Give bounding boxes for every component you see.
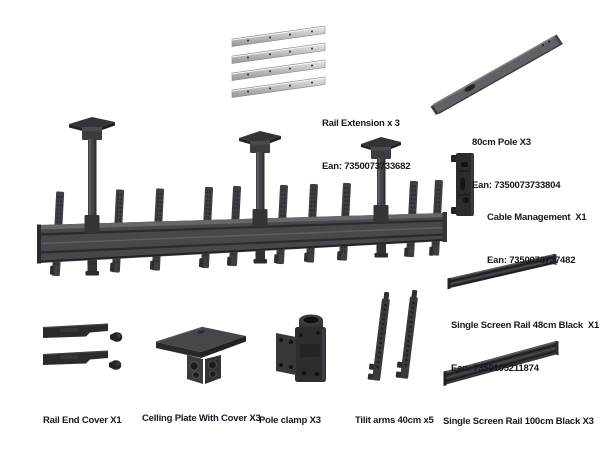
rail-extension-graphic (231, 25, 326, 98)
label-ceiling-plate: Celling Plate With Cover X3 Ean: 7350073… (142, 384, 261, 450)
tilt-arms-graphic (366, 289, 420, 382)
ceiling-plate-graphic (155, 326, 246, 384)
label-tilt-arms: Tilit arms 40cm x5 Ean: 7350073733743 (355, 386, 443, 450)
label-cable-management: Cable Management X1 Ean: 7350073737482 (487, 183, 587, 296)
product-ean: Ean: 7350073737482 (487, 255, 576, 266)
product-name: Pole clamp X3 (259, 415, 321, 426)
product-name: Tilit arms 40cm x5 (355, 415, 434, 426)
single-rail-48cm-image (446, 249, 560, 293)
product-name: Cable Management X1 (487, 212, 587, 223)
cable-management-image (447, 148, 483, 222)
single-rail-100cm-graphic (443, 340, 559, 386)
rail-extension-image (228, 18, 333, 100)
label-single-rail-100cm: Single Screen Rail 100cm Black X3 Ean: 7… (443, 387, 594, 450)
product-ean: Ean: 7350073733682 (322, 161, 411, 172)
main-assembly-image (12, 103, 447, 295)
product-name: Rail End Cover X1 (43, 415, 122, 426)
single-rail-100cm-image (442, 334, 562, 388)
pole-clamp-graphic (276, 314, 326, 382)
single-rail-48cm-graphic (447, 253, 557, 290)
label-rail-extension: Rail Extension x 3 Ean: 7350073733682 (322, 89, 411, 202)
product-name: Single Screen Rail 100cm Black X3 (443, 416, 594, 427)
rail-end-cover-image (38, 320, 132, 384)
pole-clamp-image (271, 307, 339, 387)
product-name: Celling Plate With Cover X3 (142, 413, 261, 424)
product-name: 80cm Pole X3 (472, 137, 531, 148)
label-pole-clamp: Pole clamp X3 Ean: 7350073733668 (259, 386, 347, 450)
tilt-arms-image (362, 289, 432, 387)
rail-end-cover-graphic (42, 323, 123, 370)
product-ean: Ean: 7350073733804 (472, 180, 561, 191)
main-assembly-graphic (37, 117, 447, 277)
pole-80cm-image (426, 28, 568, 116)
ceiling-plate-image (148, 321, 252, 387)
label-pole-80cm: 80cm Pole X3 Ean: 7350073733804 (472, 108, 561, 221)
product-name: Rail Extension x 3 (322, 118, 400, 129)
cable-management-graphic (451, 153, 474, 216)
product-ean: Ean: 7350105211874 (451, 363, 539, 374)
product-name: Single Screen Rail 48cm Black X1 (451, 320, 600, 331)
pole-80cm-graphic (430, 34, 563, 115)
label-single-rail-48cm: Single Screen Rail 48cm Black X1 Ean: 73… (451, 291, 599, 404)
label-rail-end-cover: Rail End Cover X1 Ean: 7350073733699 (43, 386, 131, 450)
